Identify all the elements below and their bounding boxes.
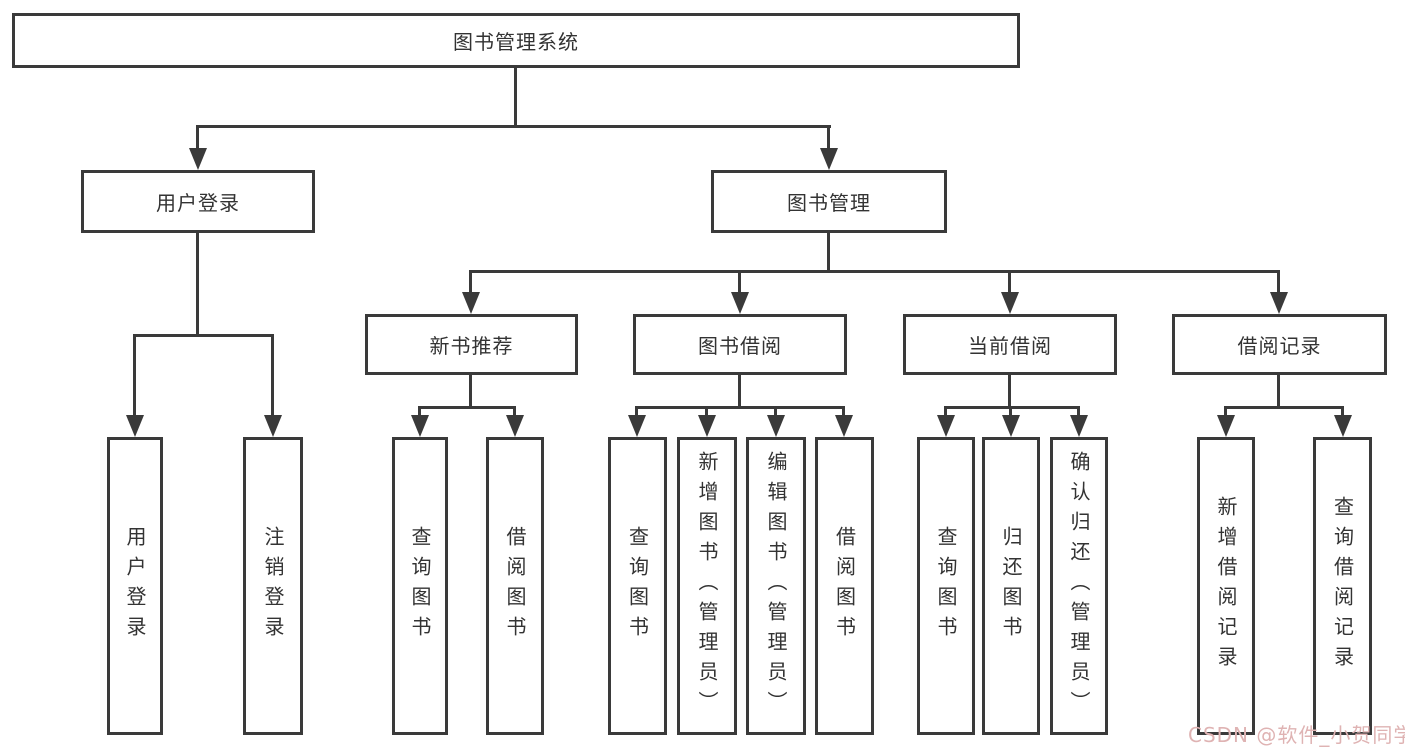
connector-line bbox=[827, 233, 830, 270]
connector-line bbox=[469, 375, 472, 406]
connector-line bbox=[1341, 406, 1344, 417]
node-leaf-confirm-return-admin-label: 确认归还（管理员） bbox=[1067, 451, 1091, 721]
node-book-management-label: 图书管理 bbox=[787, 191, 871, 215]
node-leaf-query-borrow-record: 查询借阅记录 bbox=[1313, 437, 1372, 735]
node-leaf-query-book-1-label: 查询图书 bbox=[408, 526, 432, 646]
node-leaf-query-book-3-label: 查询图书 bbox=[934, 526, 958, 646]
node-book-borrow-label: 图书借阅 bbox=[698, 334, 782, 358]
connector-line bbox=[1224, 406, 1227, 417]
node-leaf-add-borrow-record-label: 新增借阅记录 bbox=[1214, 496, 1238, 676]
node-root: 图书管理系统 bbox=[12, 13, 1020, 68]
connector-line bbox=[514, 68, 517, 125]
arrow-down-icon bbox=[767, 415, 785, 437]
arrow-down-icon bbox=[820, 148, 838, 170]
connector-line bbox=[1277, 270, 1280, 294]
connector-line bbox=[196, 125, 199, 151]
node-user-login-label: 用户登录 bbox=[156, 191, 240, 215]
node-leaf-logout: 注销登录 bbox=[243, 437, 303, 735]
arrow-down-icon bbox=[1070, 415, 1088, 437]
csdn-watermark: CSDN @软件_小贺同学 bbox=[1188, 723, 1405, 747]
connector-line bbox=[1008, 270, 1011, 294]
node-leaf-return-book-label: 归还图书 bbox=[999, 526, 1023, 646]
arrow-down-icon bbox=[731, 292, 749, 314]
node-new-book-recommend-label: 新书推荐 bbox=[429, 334, 514, 358]
node-borrow-record: 借阅记录 bbox=[1172, 314, 1387, 375]
arrow-down-icon bbox=[1001, 292, 1019, 314]
node-borrow-record-label: 借阅记录 bbox=[1237, 334, 1322, 358]
node-leaf-return-book: 归还图书 bbox=[982, 437, 1040, 735]
connector-line bbox=[133, 334, 274, 337]
node-leaf-borrow-book-2: 借阅图书 bbox=[815, 437, 874, 735]
connector-line bbox=[635, 406, 638, 417]
node-leaf-user-login: 用户登录 bbox=[107, 437, 163, 735]
connector-line bbox=[944, 406, 947, 417]
node-new-book-recommend: 新书推荐 bbox=[365, 314, 578, 375]
node-leaf-confirm-return-admin: 确认归还（管理员） bbox=[1050, 437, 1108, 735]
arrow-down-icon bbox=[835, 415, 853, 437]
connector-line bbox=[738, 375, 741, 406]
node-leaf-query-book-2: 查询图书 bbox=[608, 437, 667, 735]
node-leaf-borrow-book-1-label: 借阅图书 bbox=[503, 526, 527, 646]
connector-line bbox=[1009, 406, 1012, 417]
connector-line bbox=[196, 233, 199, 334]
arrow-down-icon bbox=[698, 415, 716, 437]
arrow-down-icon bbox=[264, 415, 282, 437]
connector-line bbox=[827, 125, 830, 151]
arrow-down-icon bbox=[189, 148, 207, 170]
connector-line bbox=[133, 334, 136, 416]
connector-line bbox=[944, 406, 1080, 409]
connector-line bbox=[271, 334, 274, 416]
node-leaf-borrow-book-1: 借阅图书 bbox=[486, 437, 544, 735]
connector-line bbox=[513, 406, 516, 417]
arrow-down-icon bbox=[1002, 415, 1020, 437]
node-current-borrow-label: 当前借阅 bbox=[968, 334, 1052, 358]
node-leaf-user-login-label: 用户登录 bbox=[123, 526, 147, 646]
node-user-login: 用户登录 bbox=[81, 170, 315, 233]
arrow-down-icon bbox=[628, 415, 646, 437]
arrow-down-icon bbox=[126, 415, 144, 437]
arrow-down-icon bbox=[1270, 292, 1288, 314]
arrow-down-icon bbox=[506, 415, 524, 437]
node-leaf-add-borrow-record: 新增借阅记录 bbox=[1197, 437, 1255, 735]
connector-line bbox=[842, 406, 845, 417]
node-book-management: 图书管理 bbox=[711, 170, 947, 233]
node-leaf-query-borrow-record-label: 查询借阅记录 bbox=[1330, 496, 1355, 676]
node-root-label: 图书管理系统 bbox=[453, 30, 579, 54]
connector-line bbox=[469, 270, 472, 294]
connector-line bbox=[418, 406, 421, 417]
connector-line bbox=[635, 406, 845, 409]
node-leaf-add-book-admin-label: 新增图书（管理员） bbox=[695, 451, 719, 721]
connector-line bbox=[774, 406, 777, 417]
node-leaf-query-book-1: 查询图书 bbox=[392, 437, 448, 735]
node-current-borrow: 当前借阅 bbox=[903, 314, 1117, 375]
arrow-down-icon bbox=[462, 292, 480, 314]
node-leaf-borrow-book-2-label: 借阅图书 bbox=[832, 526, 857, 646]
connector-line bbox=[738, 270, 741, 294]
node-leaf-add-book-admin: 新增图书（管理员） bbox=[677, 437, 737, 735]
arrow-down-icon bbox=[411, 415, 429, 437]
arrow-down-icon bbox=[1334, 415, 1352, 437]
connector-line bbox=[1008, 375, 1011, 406]
node-leaf-logout-label: 注销登录 bbox=[261, 526, 285, 646]
node-leaf-edit-book-admin-label: 编辑图书（管理员） bbox=[764, 451, 788, 721]
connector-line bbox=[469, 270, 1280, 273]
connector-line bbox=[1077, 406, 1080, 417]
connector-line bbox=[1224, 406, 1343, 409]
arrow-down-icon bbox=[937, 415, 955, 437]
node-leaf-query-book-2-label: 查询图书 bbox=[625, 526, 650, 646]
arrow-down-icon bbox=[1217, 415, 1235, 437]
node-leaf-edit-book-admin: 编辑图书（管理员） bbox=[746, 437, 806, 735]
node-book-borrow: 图书借阅 bbox=[633, 314, 847, 375]
node-leaf-query-book-3: 查询图书 bbox=[917, 437, 975, 735]
connector-line bbox=[1277, 375, 1280, 406]
connector-line bbox=[705, 406, 708, 417]
connector-line bbox=[418, 406, 516, 409]
connector-line bbox=[196, 125, 831, 128]
